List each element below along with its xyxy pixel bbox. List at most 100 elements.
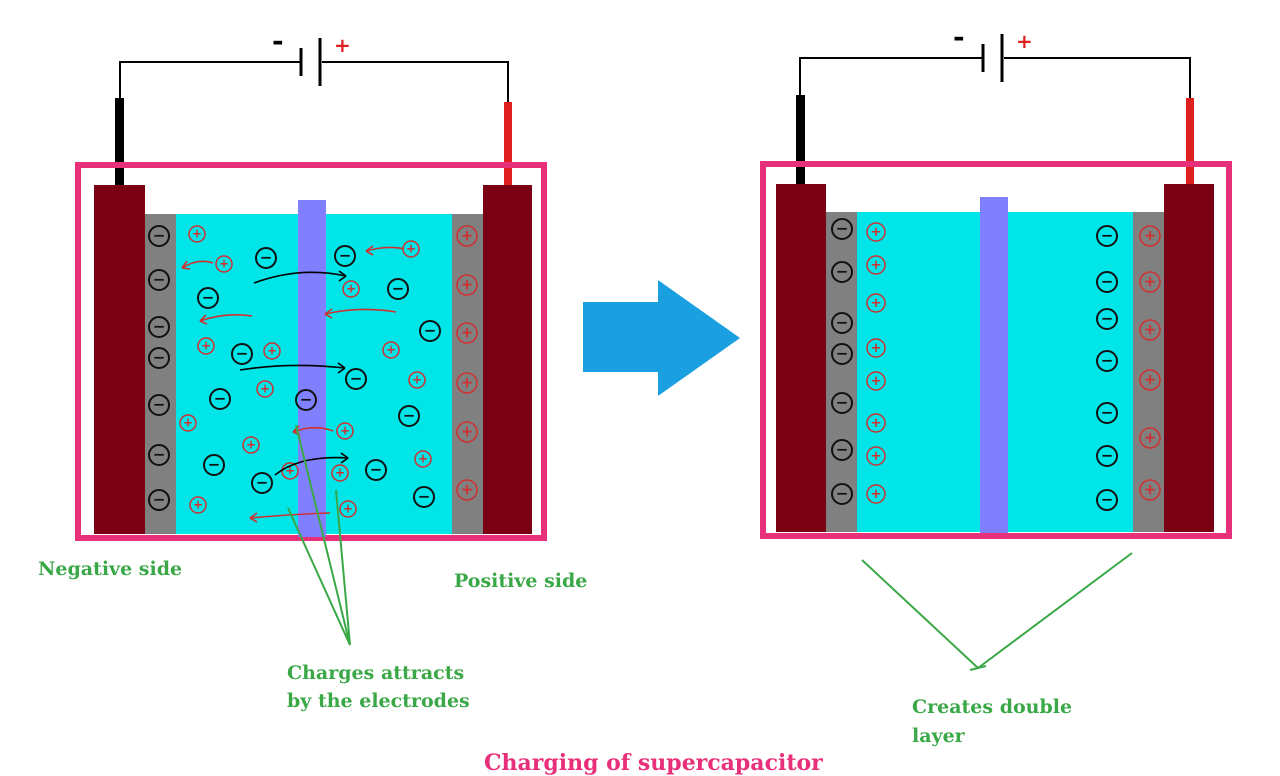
svg-text:−: −	[256, 474, 269, 492]
positive-ion: +	[1139, 225, 1161, 247]
svg-text:−: −	[260, 249, 273, 267]
svg-text:−: −	[339, 247, 352, 265]
svg-text:−: −	[836, 441, 849, 459]
negative-ion: −	[209, 388, 231, 410]
right-battery: - +	[953, 20, 1033, 82]
svg-text:+: +	[1144, 429, 1157, 447]
left-cell: - + −−−−−−−−−−−−−−−−−−−−−+++++++++++++++…	[75, 24, 547, 646]
positive-ion: +	[242, 436, 260, 454]
right-negative-terminal	[796, 95, 805, 185]
positive-ion: +	[339, 500, 357, 518]
positive-ion: +	[1139, 271, 1161, 293]
svg-text:+: +	[219, 257, 229, 271]
svg-text:+: +	[461, 276, 474, 294]
positive-ion: +	[263, 342, 281, 360]
left-negative-electrode	[94, 185, 145, 534]
positive-ion: +	[866, 371, 886, 391]
double-layer-label-line1: Creates double	[912, 696, 1072, 718]
left-ions: −−−−−−−−−−−−−−−−−−−−−+++++++++++++++++++…	[148, 225, 478, 518]
negative-ion: −	[255, 247, 277, 269]
svg-text:−: −	[300, 391, 313, 409]
positive-ion: +	[866, 484, 886, 504]
svg-text:−: −	[153, 318, 166, 336]
svg-text:+: +	[461, 481, 474, 499]
svg-text:+: +	[461, 227, 474, 245]
svg-text:−: −	[403, 407, 416, 425]
positive-ion: +	[456, 274, 478, 296]
svg-text:+: +	[192, 227, 202, 241]
svg-text:−: −	[836, 394, 849, 412]
svg-text:+: +	[386, 343, 396, 357]
svg-text:+: +	[343, 502, 353, 516]
svg-text:−: −	[153, 271, 166, 289]
svg-text:+: +	[1144, 273, 1157, 291]
svg-text:+: +	[1144, 371, 1157, 389]
svg-text:+: +	[870, 373, 881, 389]
svg-text:−: −	[208, 456, 221, 474]
positive-ion: +	[866, 413, 886, 433]
negative-ion: −	[831, 483, 853, 505]
negative-ion: −	[148, 394, 170, 416]
negative-ion: −	[387, 278, 409, 300]
svg-text:+: +	[412, 373, 422, 387]
positive-ion: +	[414, 450, 432, 468]
negative-ion: −	[203, 454, 225, 476]
svg-text:+: +	[1144, 227, 1157, 245]
left-positive-electrode	[483, 185, 532, 534]
positive-ion: +	[331, 464, 349, 482]
positive-ion: +	[866, 255, 886, 275]
svg-text:+: +	[870, 224, 881, 240]
negative-ion: −	[148, 316, 170, 338]
svg-text:−: −	[1101, 273, 1114, 291]
svg-text:+: +	[246, 438, 256, 452]
svg-text:−: −	[153, 227, 166, 245]
svg-text:+: +	[335, 466, 345, 480]
svg-text:−: −	[1101, 404, 1114, 422]
right-battery-minus: -	[953, 20, 965, 53]
svg-text:−: −	[836, 345, 849, 363]
negative-ion: −	[148, 269, 170, 291]
positive-ion: +	[408, 371, 426, 389]
negative-ion: −	[197, 287, 219, 309]
svg-text:−: −	[202, 289, 215, 307]
negative-ion: −	[148, 444, 170, 466]
svg-text:+: +	[201, 339, 211, 353]
negative-ion: −	[251, 472, 273, 494]
svg-text:+: +	[267, 344, 277, 358]
positive-ion: +	[197, 337, 215, 355]
svg-text:+: +	[461, 324, 474, 342]
positive-ion: +	[1139, 479, 1161, 501]
left-annotation-lines	[287, 424, 351, 646]
svg-text:+: +	[870, 257, 881, 273]
svg-text:−: −	[153, 491, 166, 509]
right-positive-electrode	[1164, 184, 1214, 532]
negative-ion: −	[831, 439, 853, 461]
positive-ion: +	[189, 496, 207, 514]
charges-label-line2: by the electrodes	[287, 690, 470, 712]
svg-text:−: −	[424, 322, 437, 340]
svg-text:−: −	[836, 485, 849, 503]
svg-text:+: +	[870, 415, 881, 431]
positive-ion: +	[179, 414, 197, 432]
right-annotation-lines	[861, 552, 1133, 671]
svg-text:−: −	[836, 263, 849, 281]
right-negative-plate	[826, 212, 857, 532]
positive-ion: +	[456, 421, 478, 443]
negative-ion: −	[1096, 350, 1118, 372]
svg-text:−: −	[836, 314, 849, 332]
positive-ion: +	[866, 446, 886, 466]
svg-text:−: −	[1101, 447, 1114, 465]
negative-ion: −	[1096, 445, 1118, 467]
positive-ion: +	[456, 322, 478, 344]
svg-text:+: +	[285, 464, 295, 478]
right-container	[760, 161, 1232, 539]
negative-ion: −	[398, 405, 420, 427]
negative-ion: −	[334, 245, 356, 267]
svg-text:−: −	[350, 370, 363, 388]
svg-text:−: −	[370, 461, 383, 479]
svg-text:+: +	[461, 374, 474, 392]
negative-ion: −	[345, 368, 367, 390]
positive-ion: +	[456, 479, 478, 501]
right-cell: - + −−−−−−−++++++++−−−−−−−++++++	[760, 20, 1232, 671]
